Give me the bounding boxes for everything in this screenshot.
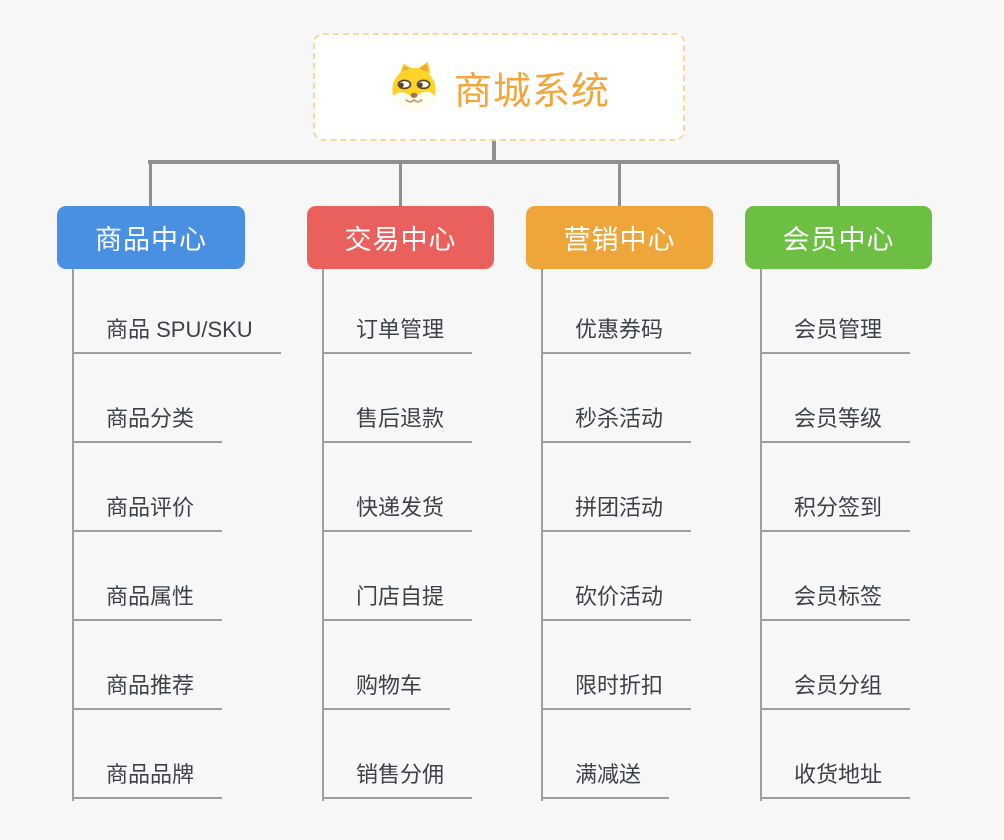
leaf-node[interactable]: 积分签到 [760, 494, 911, 532]
branch-members: 会员中心 会员管理 会员等级 积分签到 会员标签 会员分组 收货地址 [745, 206, 932, 806]
branch-label: 营销中心 [563, 225, 676, 255]
root-node[interactable]: 商城系统 [313, 33, 685, 141]
leaf-node[interactable]: 门店自提 [322, 583, 473, 621]
connector-drop-products [149, 164, 152, 206]
branch-label: 交易中心 [344, 225, 457, 255]
connector-drop-members [837, 164, 840, 206]
leaf-node[interactable]: 拼团活动 [541, 494, 692, 532]
leaf-node[interactable]: 商品属性 [72, 583, 223, 621]
branch-label: 商品中心 [95, 225, 207, 255]
connector-branch-trunk [322, 269, 324, 801]
branch-node-members[interactable]: 会员中心 [745, 206, 932, 269]
connector-horizontal-bus [148, 160, 839, 164]
leaf-node[interactable]: 限时折扣 [541, 672, 692, 710]
leaf-node[interactable]: 收货地址 [760, 761, 911, 799]
connector-branch-trunk [760, 269, 762, 801]
leaf-node[interactable]: 快递发货 [322, 494, 473, 532]
leaf-node[interactable]: 商品推荐 [72, 672, 223, 710]
branch-node-trade[interactable]: 交易中心 [307, 206, 494, 269]
leaf-node[interactable]: 砍价活动 [541, 583, 692, 621]
leaf-node[interactable]: 会员标签 [760, 583, 911, 621]
leaf-node[interactable]: 商品分类 [72, 405, 223, 443]
leaf-node[interactable]: 秒杀活动 [541, 405, 692, 443]
connector-drop-marketing [618, 164, 621, 206]
branch-node-products[interactable]: 商品中心 [57, 206, 245, 269]
leaf-node[interactable]: 商品评价 [72, 494, 223, 532]
leaf-node[interactable]: 售后退款 [322, 405, 473, 443]
leaf-node[interactable]: 满减送 [541, 761, 670, 799]
leaf-node[interactable]: 订单管理 [322, 316, 473, 354]
leaf-node[interactable]: 商品 SPU/SKU [72, 316, 281, 354]
branch-label: 会员中心 [782, 225, 895, 255]
connector-drop-trade [399, 164, 402, 206]
leaf-node[interactable]: 商品品牌 [72, 761, 223, 799]
leaf-node[interactable]: 会员管理 [760, 316, 911, 354]
branch-marketing: 营销中心 优惠券码 秒杀活动 拼团活动 砍价活动 限时折扣 满减送 [526, 206, 713, 806]
leaf-node[interactable]: 会员等级 [760, 405, 911, 443]
leaf-node[interactable]: 购物车 [322, 672, 451, 710]
branch-trade: 交易中心 订单管理 售后退款 快递发货 门店自提 购物车 销售分佣 [307, 206, 494, 806]
root-title: 商城系统 [453, 70, 610, 113]
dog-face-icon [392, 61, 436, 112]
branch-node-marketing[interactable]: 营销中心 [526, 206, 713, 269]
connector-root-trunk [492, 141, 496, 161]
connector-branch-trunk [541, 269, 543, 801]
branch-products: 商品中心 商品 SPU/SKU 商品分类 商品评价 商品属性 商品推荐 商品品牌 [57, 206, 281, 806]
leaf-node[interactable]: 会员分组 [760, 672, 911, 710]
connector-branch-trunk [72, 269, 74, 801]
leaf-node[interactable]: 优惠券码 [541, 316, 692, 354]
leaf-node[interactable]: 销售分佣 [322, 761, 473, 799]
